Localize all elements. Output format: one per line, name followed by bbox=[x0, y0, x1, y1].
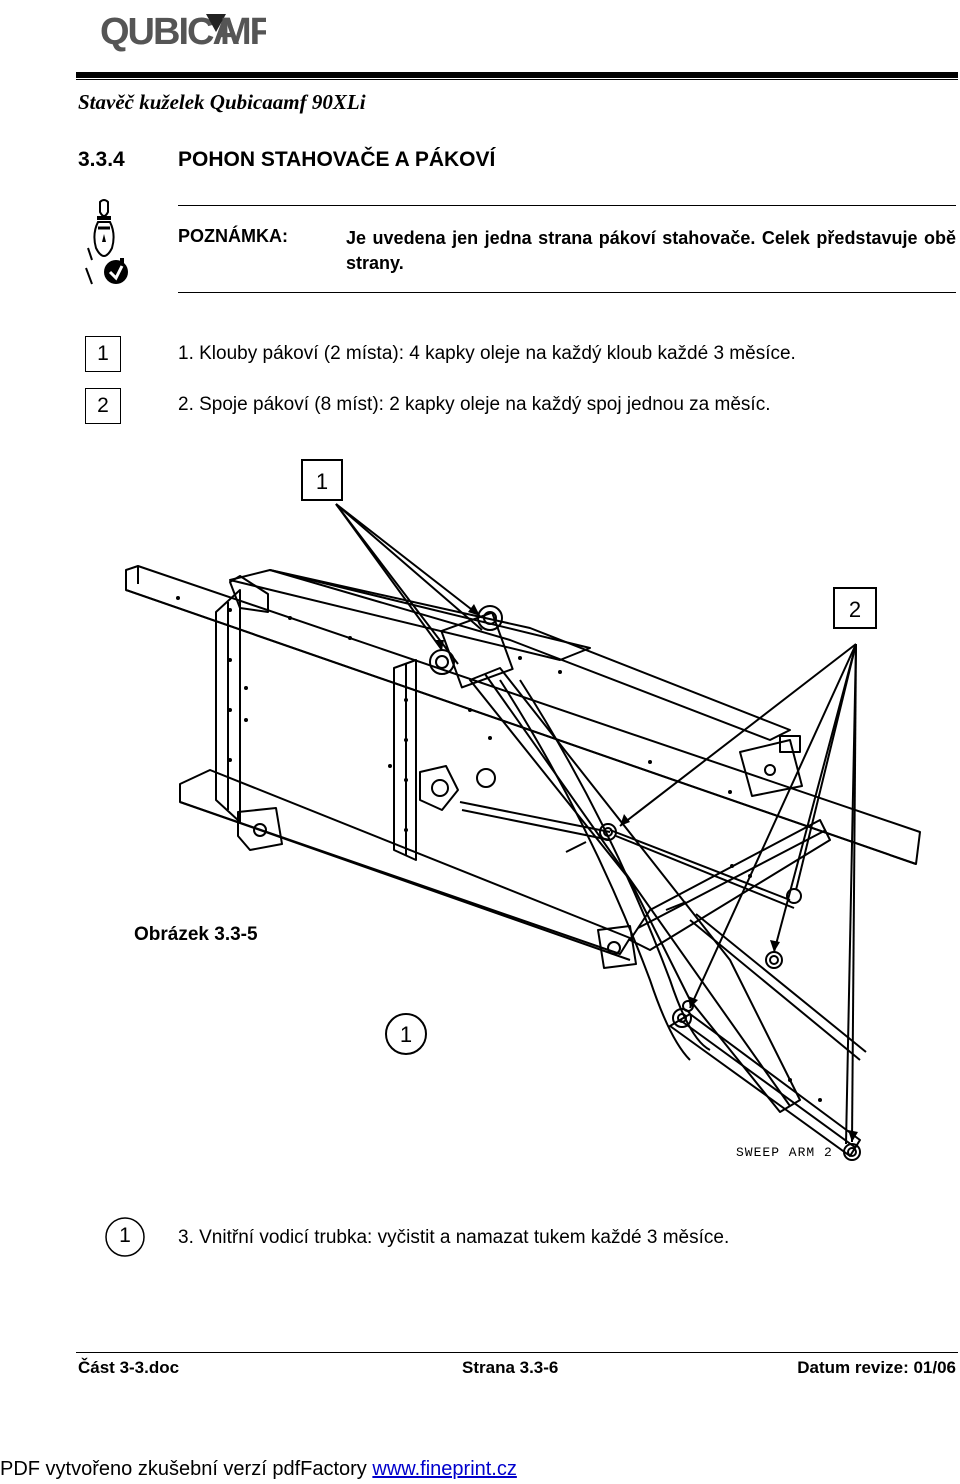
footer-rule bbox=[76, 1352, 958, 1353]
qubicaamf-logo: QUBICA MF bbox=[98, 8, 266, 53]
figure-callout-right: 2 bbox=[849, 597, 861, 622]
sweep-arm-drawing: 1 2 1 SWEEP ARM 2 bbox=[125, 459, 921, 1161]
item-2-marker: 2 bbox=[85, 388, 121, 424]
figure-caption: Obrázek 3.3-5 bbox=[134, 924, 258, 945]
figure-callout-bottom: 1 bbox=[400, 1022, 412, 1047]
sweep-arm-label: SWEEP ARM 2 bbox=[736, 1145, 833, 1160]
document-title: Stavěč kuželek Qubicaamf 90XLi bbox=[78, 90, 366, 114]
note-label: POZNÁMKA: bbox=[178, 226, 288, 246]
note-rule-top bbox=[178, 205, 956, 206]
item-1-text: 1. Klouby pákoví (2 místa): 4 kapky olej… bbox=[178, 343, 796, 364]
note-text: Je uvedena jen jedna strana pákoví staho… bbox=[346, 228, 956, 273]
item-3-text: 3. Vnitřní vodicí trubka: vyčistit a nam… bbox=[178, 1227, 730, 1248]
pdf-banner-text: PDF vytvořeno zkušební verzí pdfFactory bbox=[0, 1458, 373, 1480]
header-rule-thin bbox=[76, 79, 958, 80]
header-rule bbox=[76, 72, 958, 78]
section-title: POHON STAHOVAČE A PÁKOVÍ bbox=[178, 148, 496, 171]
footer-filename: Část 3-3.doc bbox=[78, 1358, 180, 1377]
fineprint-link[interactable]: www.fineprint.cz bbox=[372, 1458, 517, 1480]
figure-callout-top: 1 bbox=[316, 469, 328, 494]
footer-revision-date: Datum revize: 01/06 bbox=[797, 1358, 956, 1377]
item-2-text: 2. Spoje pákoví (8 míst): 2 kapky oleje … bbox=[178, 394, 771, 415]
item-3-marker-circle bbox=[105, 1217, 145, 1257]
section-number: 3.3.4 bbox=[78, 148, 125, 171]
pdf-banner: PDF vytvořeno zkušební verzí pdfFactory … bbox=[0, 1458, 517, 1481]
item-3-marker: 1 bbox=[119, 1224, 131, 1247]
bowling-pin-oil-icon bbox=[85, 199, 128, 285]
item-1-marker: 1 bbox=[85, 336, 121, 372]
svg-text:MF: MF bbox=[220, 11, 266, 53]
note-rule-bottom bbox=[178, 292, 956, 293]
footer-page: Strana 3.3-6 bbox=[462, 1358, 559, 1377]
